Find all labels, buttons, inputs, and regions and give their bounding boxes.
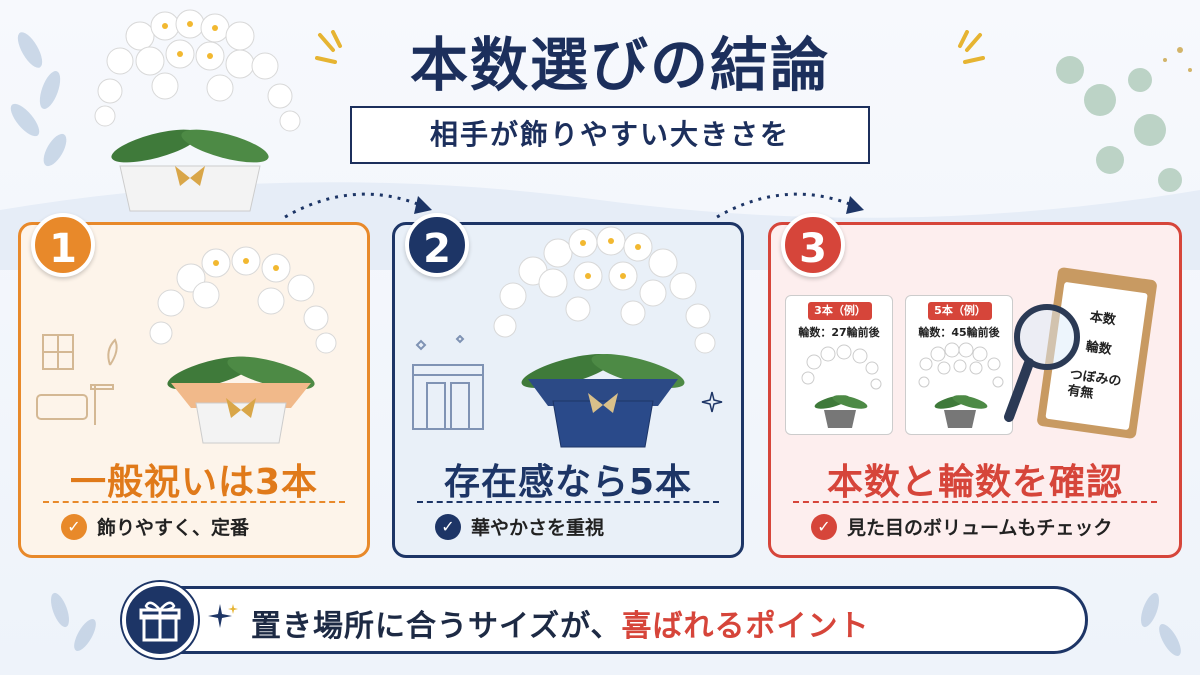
spark-left-icon — [315, 30, 342, 64]
sparkle-bottom-icon — [208, 604, 238, 628]
card-2-divider — [417, 501, 719, 503]
bottom-text-main: 置き場所に合うサイズが、 — [251, 609, 622, 644]
eucalyptus-decoration-icon — [1056, 47, 1192, 192]
gift-icon — [122, 582, 198, 658]
orchid-mini-icon — [918, 342, 1004, 428]
card-2-title: 存在感なら5本 — [443, 462, 693, 503]
check-icon: ✓ — [811, 513, 837, 540]
bottom-banner: 置き場所に合うサイズが、喜ばれるポイント — [138, 586, 1088, 654]
card-3-divider — [793, 501, 1157, 503]
bottom-highlight: 喜ばれるポイント — [621, 609, 870, 644]
leaf-decoration-bottom-right-icon — [1140, 592, 1181, 656]
example-count: 輪数：27輪前後 — [798, 326, 880, 339]
step-number-1: 1 — [31, 213, 95, 277]
card-3-title: 本数と輪数を確認 — [826, 462, 1123, 503]
step-number-2: 2 — [405, 213, 469, 277]
card-3-check-row: ✓ 見た目のボリュームもチェック — [811, 513, 1112, 540]
card-3-check-text: 見た目のボリュームもチェック — [847, 517, 1113, 539]
example-card-five-stems: 5本（例） 輪数：45輪前後 — [905, 295, 1013, 435]
room-sketch-icon — [36, 334, 118, 425]
entrance-sketch-icon — [412, 335, 484, 430]
card-1-divider — [43, 501, 345, 503]
card-1-check-row: ✓ 飾りやすく、定番 — [61, 513, 249, 540]
check-icon: ✓ — [435, 513, 461, 540]
bottom-message: 置き場所に合うサイズが、喜ばれるポイント — [251, 601, 870, 645]
card-check-count: 3 3本（例） 輪数：27輪前後 5本（例） 輪数：45輪前後 本数 輪数 つぼ… — [768, 213, 1182, 558]
spark-right-icon — [958, 30, 985, 64]
orchid-mini-icon — [801, 344, 882, 428]
leaf-decoration-icon — [10, 32, 67, 167]
example-card-three-stems: 3本（例） 輪数：27輪前後 — [785, 295, 893, 435]
orchid-three-stems-icon — [149, 246, 337, 444]
magnifier-icon — [1004, 304, 1080, 422]
leaf-decoration-bottom-left-icon — [50, 592, 96, 651]
card-2-check-row: ✓ 華やかさを重視 — [435, 513, 604, 540]
example-count: 輪数：45輪前後 — [918, 326, 1000, 339]
card-three-stems: 1 一般祝いは3本 ✓ 飾りやすく、定番 — [18, 213, 370, 558]
arrow-2-to-3-icon — [716, 192, 864, 219]
checklist-item-stems: 本数 — [1088, 309, 1117, 329]
example-tag: 3本（例） — [808, 302, 872, 320]
orchid-main-icon — [94, 9, 301, 212]
example-tag: 5本（例） — [928, 302, 992, 320]
card-1-title: 一般祝いは3本 — [69, 462, 319, 503]
card-2-check-text: 華やかさを重視 — [471, 517, 605, 539]
page-subtitle: 相手が飾りやすい大きさを — [350, 106, 870, 164]
step-number-3: 3 — [781, 213, 845, 277]
check-icon: ✓ — [61, 513, 87, 540]
card-five-stems: 2 存在感なら5本 ✓ 華やかさを重視 — [392, 213, 744, 558]
card-1-check-text: 飾りやすく、定番 — [97, 517, 250, 539]
orchid-five-stems-icon — [493, 226, 716, 448]
gift-box-icon — [139, 601, 181, 642]
sparkle-icon — [701, 391, 723, 413]
page-title: 本数選びの結論 — [409, 31, 830, 99]
arrow-1-to-2-icon — [284, 192, 432, 219]
